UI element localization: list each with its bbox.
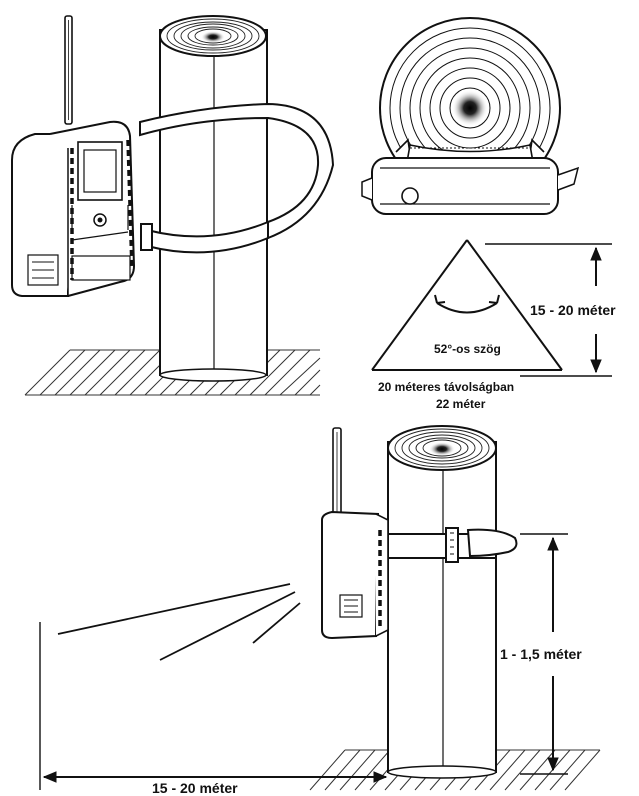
pole-top-rings [166,18,260,54]
antenna-bottom [332,427,342,517]
camera-top [11,120,136,297]
antenna-top [64,15,73,125]
horizontal-distance-label: 15 - 20 méter [152,780,238,796]
pole-top [159,15,268,382]
camera-bottom [321,510,389,640]
bottom-scene [39,425,601,791]
detection-rays [57,583,301,661]
pole-bottom [387,425,497,779]
top-view-camera [361,157,580,215]
top-left-scene [11,15,335,396]
height-dimension [520,533,568,775]
mount-height-label: 1 - 1,5 méter [500,646,582,662]
distance-dimension [39,622,388,790]
range-height-label: 15 - 20 méter [530,302,616,318]
top-view [361,17,580,215]
width-distance-label: 20 méteres távolságban [378,380,515,394]
angle-label: 52°-os szög [434,342,501,356]
width-value-label: 22 méter [436,397,486,411]
detection-cone [371,239,612,377]
strap-bottom [387,527,518,563]
strap-top [139,102,335,254]
